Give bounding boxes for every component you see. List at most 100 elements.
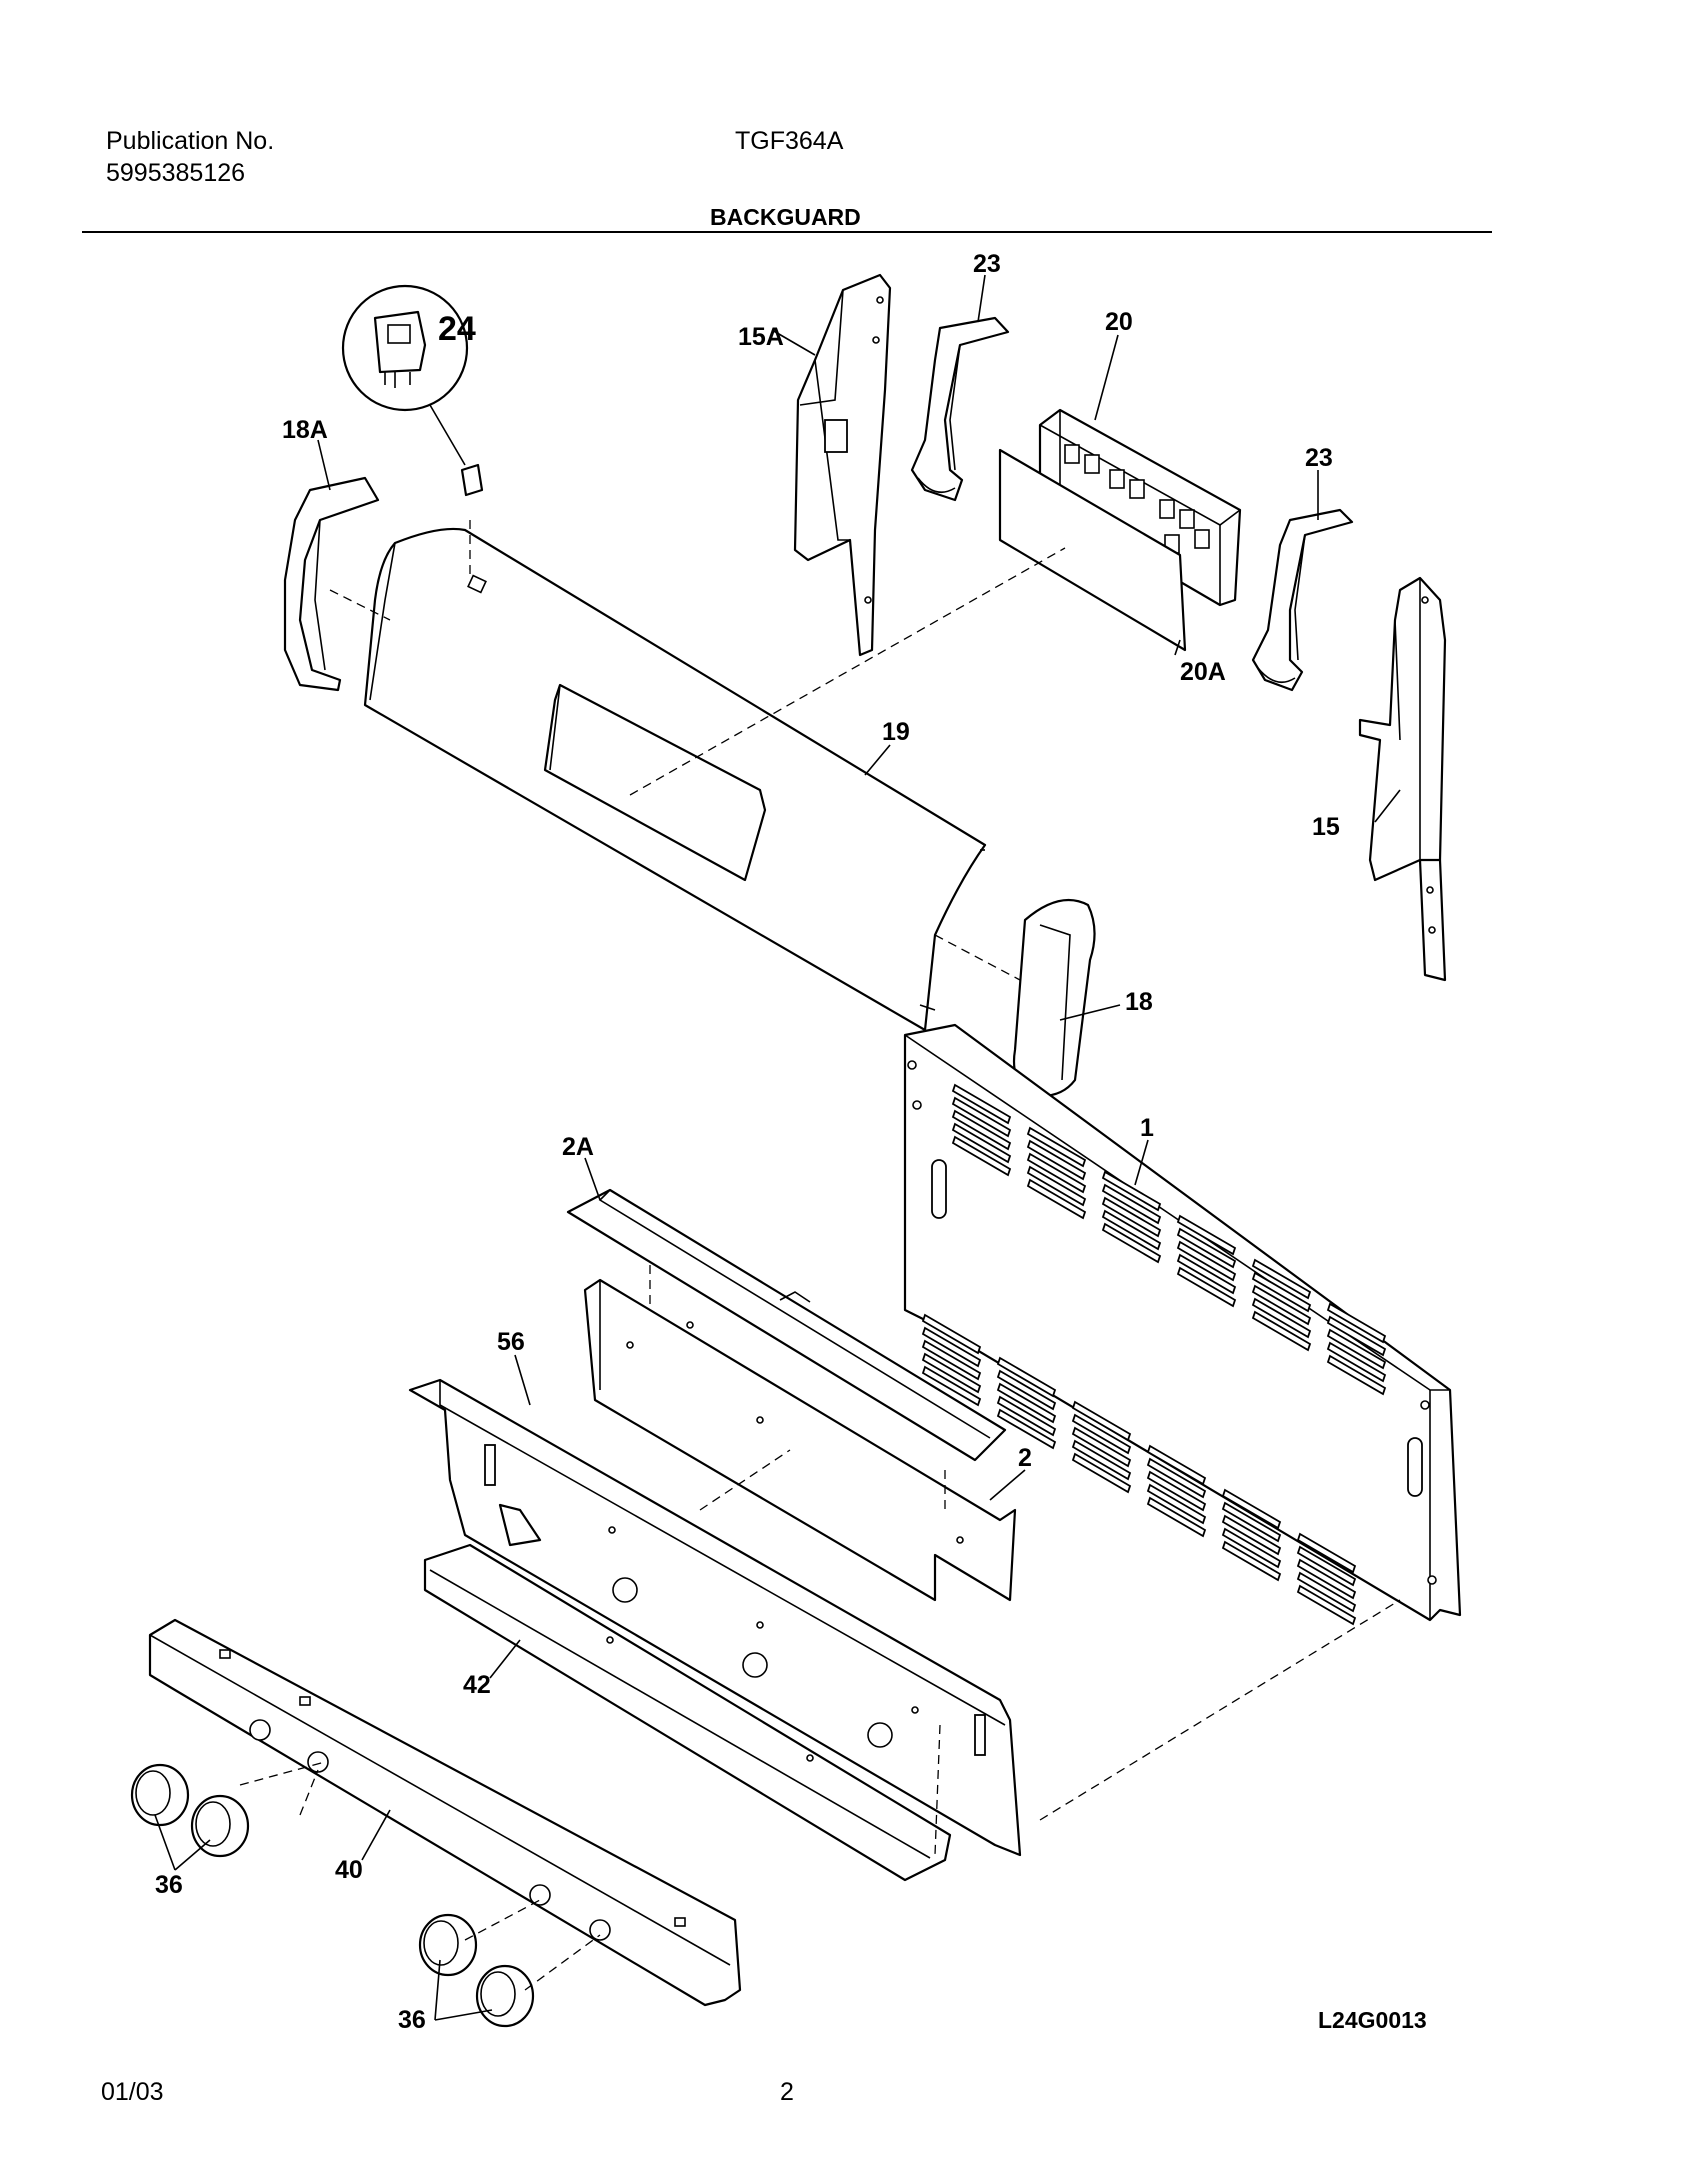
louver-slot xyxy=(1326,1302,1387,1344)
louver-slot xyxy=(996,1356,1057,1398)
louver-slot xyxy=(1146,1457,1207,1499)
louver-slot xyxy=(1221,1501,1282,1543)
callout-15A: 15A xyxy=(738,323,784,351)
callout-36-right: 36 xyxy=(398,2006,426,2034)
alignment-lines xyxy=(239,520,1401,1991)
louver-slot xyxy=(1146,1483,1207,1525)
louver-slot xyxy=(1101,1170,1162,1212)
louver-slot xyxy=(1296,1571,1357,1613)
callout-2A: 2A xyxy=(562,1133,594,1161)
louver-slot xyxy=(1326,1315,1387,1357)
part-18A-left-end-cap xyxy=(283,476,380,692)
louver-slot xyxy=(951,1122,1012,1164)
callout-23-lower: 23 xyxy=(1305,444,1333,472)
louver-slot xyxy=(1026,1178,1087,1220)
louver-slot xyxy=(996,1369,1057,1411)
knob-1 xyxy=(130,1763,190,1827)
louver-slot xyxy=(1326,1341,1387,1383)
callout-2: 2 xyxy=(1018,1444,1032,1472)
louver-slot xyxy=(1176,1266,1237,1308)
louver-slot xyxy=(1101,1209,1162,1251)
callout-40: 40 xyxy=(335,1856,363,1884)
louver-slot xyxy=(1251,1271,1312,1313)
callout-18A: 18A xyxy=(282,416,328,444)
louver-slot xyxy=(1071,1400,1132,1442)
louver-slot xyxy=(951,1135,1012,1177)
louver-slot xyxy=(1221,1527,1282,1569)
drawing-code: L24G0013 xyxy=(1318,2007,1427,2033)
louver-slot xyxy=(951,1083,1012,1125)
leader-lines xyxy=(154,274,1401,2021)
rear-panel-louvers xyxy=(921,1083,1387,1626)
louver-slot xyxy=(1101,1222,1162,1264)
louver-slot xyxy=(1071,1452,1132,1494)
louver-slot xyxy=(1101,1196,1162,1238)
callout-24: 24 xyxy=(438,310,476,348)
louver-slot xyxy=(951,1096,1012,1138)
louver-slot xyxy=(1296,1584,1357,1626)
louver-slot xyxy=(1251,1297,1312,1339)
louver-slot xyxy=(921,1365,982,1407)
knob-2 xyxy=(190,1794,250,1858)
part-36-knobs xyxy=(130,1763,535,2028)
louver-slot xyxy=(1146,1470,1207,1512)
part-19-backguard-panel xyxy=(363,527,987,1032)
louver-slot xyxy=(1026,1152,1087,1194)
louver-slot xyxy=(996,1382,1057,1424)
callout-labels: 24 18A 15A 23 20 23 20A 19 15 18 2A 1 56… xyxy=(155,250,1427,2034)
part-23-upper-strap xyxy=(910,316,1010,502)
louver-slot xyxy=(1026,1139,1087,1181)
knob-3 xyxy=(418,1913,478,1977)
louver-slot xyxy=(1146,1496,1207,1538)
louver-slot xyxy=(921,1313,982,1355)
part-1-rear-panel xyxy=(903,1023,1462,1626)
louver-slot xyxy=(921,1326,982,1368)
footer-page-number: 2 xyxy=(780,2078,794,2106)
callout-18: 18 xyxy=(1125,988,1153,1016)
part-20A-overlay xyxy=(998,448,1187,652)
louver-slot xyxy=(1176,1227,1237,1269)
louver-slot xyxy=(1221,1488,1282,1530)
louver-slot xyxy=(1176,1240,1237,1282)
callout-15: 15 xyxy=(1312,813,1340,841)
louver-slot xyxy=(996,1408,1057,1450)
louver-slot xyxy=(1296,1532,1357,1574)
callout-42: 42 xyxy=(463,1671,491,1699)
part-24-switch-detail xyxy=(341,284,484,497)
part-18-right-end-cap xyxy=(1012,898,1096,1098)
model-number: TGF364A xyxy=(735,127,844,155)
footer-date: 01/03 xyxy=(101,2078,164,2106)
part-20-control-board xyxy=(1038,408,1242,607)
louver-slot xyxy=(921,1339,982,1381)
louver-slot xyxy=(1071,1439,1132,1481)
callout-56: 56 xyxy=(497,1328,525,1356)
part-56-control-panel xyxy=(408,1378,1022,1857)
louver-slot xyxy=(1071,1413,1132,1455)
louver-slot xyxy=(996,1395,1057,1437)
part-40-manifold-cover xyxy=(148,1618,742,2007)
part-23-lower-strap xyxy=(1251,508,1354,692)
louver-slot xyxy=(1251,1310,1312,1352)
louver-slot xyxy=(951,1109,1012,1151)
callout-23-upper: 23 xyxy=(973,250,1001,278)
louver-slot xyxy=(1176,1253,1237,1295)
callout-36-left: 36 xyxy=(155,1871,183,1899)
louver-slot xyxy=(1146,1444,1207,1486)
publication-label: Publication No. xyxy=(106,127,275,155)
louver-slot xyxy=(1176,1214,1237,1256)
louver-slot xyxy=(1221,1514,1282,1556)
louver-slot xyxy=(1071,1426,1132,1468)
part-15A-side-bracket xyxy=(793,273,892,657)
callout-20A: 20A xyxy=(1180,658,1226,686)
louver-slot xyxy=(1101,1183,1162,1225)
part-15-side-bracket xyxy=(1358,576,1447,982)
louver-slot xyxy=(1251,1284,1312,1326)
part-2-back-plate xyxy=(583,1278,1017,1602)
header-rule xyxy=(82,231,1492,233)
louver-slot xyxy=(1251,1258,1312,1300)
part-42-trim xyxy=(423,1543,952,1882)
louver-slot xyxy=(1326,1328,1387,1370)
louver-slot xyxy=(1026,1126,1087,1168)
callout-20: 20 xyxy=(1105,308,1133,336)
